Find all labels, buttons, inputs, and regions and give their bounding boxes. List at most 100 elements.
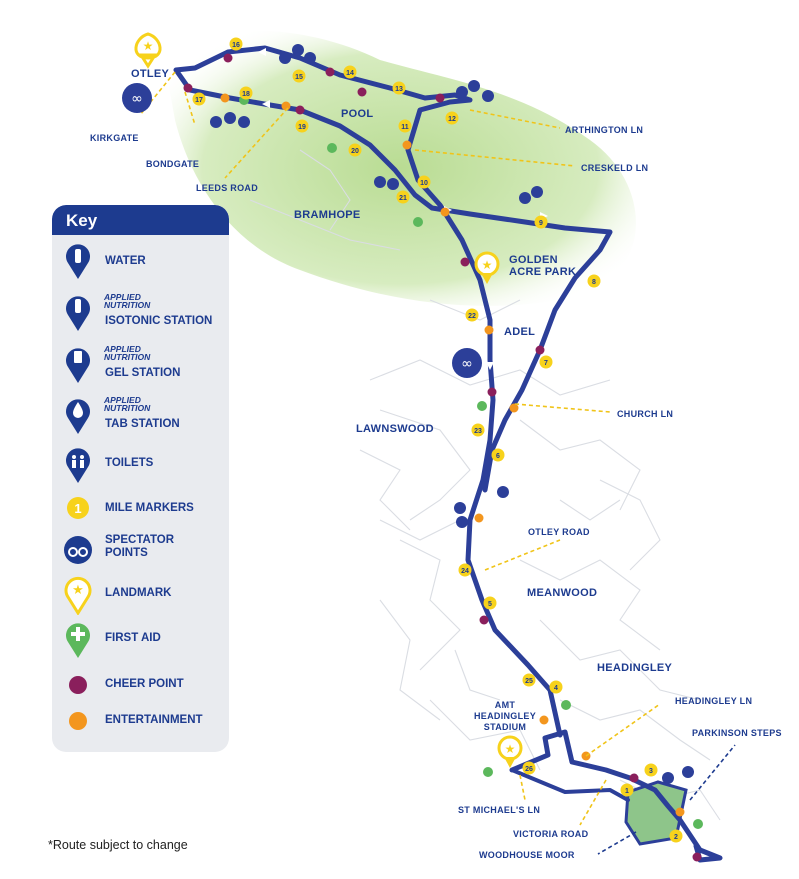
mile-marker-3: 3 [644,763,658,777]
label-leeds-road: LEEDS ROAD [196,183,259,193]
svg-text:23: 23 [474,428,482,435]
mile-marker-15: 15 [292,69,306,83]
route-footnote: *Route subject to change [48,838,188,852]
first-aid-icon [561,700,571,710]
first-aid-icon [483,767,493,777]
water-icon [519,192,531,204]
svg-text:5: 5 [488,601,492,608]
water-icon [210,116,222,128]
woodhouse-moor-line [597,831,637,855]
svg-text:10: 10 [420,180,428,187]
key-label-tab: TAB STATION [105,418,180,430]
key-label-toilets: TOILETS [105,457,154,469]
svg-text:★: ★ [72,583,84,598]
mile-marker-24: 24 [458,563,472,577]
binoculars-icon [64,536,92,564]
svg-text:15: 15 [295,74,303,81]
svg-text:11: 11 [401,124,409,131]
mile-marker-9: 9 [534,215,548,229]
svg-text:12: 12 [448,116,456,123]
key-label-cheer-point: CHEER POINT [105,678,184,690]
svg-text:24: 24 [461,568,469,575]
landmark-pin-otley: ★ [134,32,162,69]
key-label-mile-markers: MILE MARKERS [105,502,194,514]
cheer-point [535,345,545,355]
mile-marker-25: 25 [522,673,536,687]
svg-text:18: 18 [242,91,250,98]
label-amt-headingley-stadium: AMT HEADINGLEY STADIUM [474,700,537,732]
toilets-icon [66,448,90,483]
countryside-area [165,30,636,306]
mile-marker-13: 13 [392,81,406,95]
key-label-landmark: LANDMARK [105,587,172,599]
mile-marker-26: 26 [522,761,536,775]
mile-markers: 1 2 3 4 5 6 7 8 9 10 11 12 13 14 15 16 1… [192,37,683,843]
mile-marker-16: 16 [229,37,243,51]
mile-marker-14: 14 [343,65,357,79]
key-label-water: WATER [105,255,146,267]
entertainment-point [474,513,484,523]
svg-text:∞: ∞ [461,356,473,372]
label-meanwood: MEANWOOD [527,587,598,599]
landmark-star-icon: ★ [64,576,92,615]
cheer-point [223,53,233,63]
key-label-isotonic: ISOTONIC STATION [105,315,213,327]
water-icon [279,52,291,64]
key-label-entertainment: ENTERTAINMENT [105,714,203,726]
entertainment-point [440,207,450,217]
svg-text:14: 14 [346,70,354,77]
entertainment-point [509,403,519,413]
parkinson-steps-line [689,744,736,801]
water-icon [454,502,466,514]
isotonic-station-icon [66,296,90,331]
svg-text:★: ★ [143,39,154,53]
tab-station-icon [66,399,90,434]
mile-marker-12: 12 [445,111,459,125]
gel-icon [456,516,468,528]
mile-marker-8: 8 [587,274,601,288]
svg-text:6: 6 [496,453,500,460]
isotonic-icon [531,186,543,198]
svg-text:∞: ∞ [131,91,143,107]
label-creskeld-ln: CRESKELD LN [581,163,649,173]
mile-marker-7: 7 [539,355,553,369]
mile-marker-icon: 1 [67,497,89,519]
svg-text:22: 22 [468,313,476,320]
landmark-pin-golden-acre: ★ [474,251,500,284]
first-aid-icon [693,819,703,829]
label-headingley-ln: HEADINGLEY LN [675,696,753,706]
mile-marker-21: 21 [396,190,410,204]
svg-text:2: 2 [674,834,678,841]
isotonic-icon [497,486,509,498]
label-adel: ADEL [504,326,536,338]
label-kirkgate: KIRKGATE [90,133,139,143]
first-aid-icon [413,217,423,227]
cheer-point [295,105,305,115]
label-arthington-ln: ARTHINGTON LN [565,125,644,135]
label-woodhouse-moor: WOODHOUSE MOOR [479,850,575,860]
key-title: Key [66,211,98,230]
first-aid-cross-icon [66,623,90,658]
gel-icon [387,178,399,190]
label-golden-acre-park: GOLDEN ACRE PARK [509,254,577,278]
svg-text:25: 25 [525,678,533,685]
cheer-point [357,87,367,97]
mile-marker-18: 18 [239,86,253,100]
mile-marker-1: 1 [620,783,634,797]
svg-text:★: ★ [505,742,516,756]
svg-text:16: 16 [232,42,240,49]
water-icon [482,90,494,102]
cheer-point [692,852,702,862]
cheer-point [460,257,470,267]
callout-lines [139,71,661,826]
cheer-point [629,773,639,783]
water-icon [456,86,468,98]
label-pool: POOL [341,108,374,120]
key-label-gel: GEL STATION [105,367,181,379]
entertainment-point [539,715,549,725]
label-victoria-road: VICTORIA ROAD [513,829,589,839]
label-otley: OTLEY [131,68,170,80]
svg-text:9: 9 [539,220,543,227]
isotonic-icon [224,112,236,124]
